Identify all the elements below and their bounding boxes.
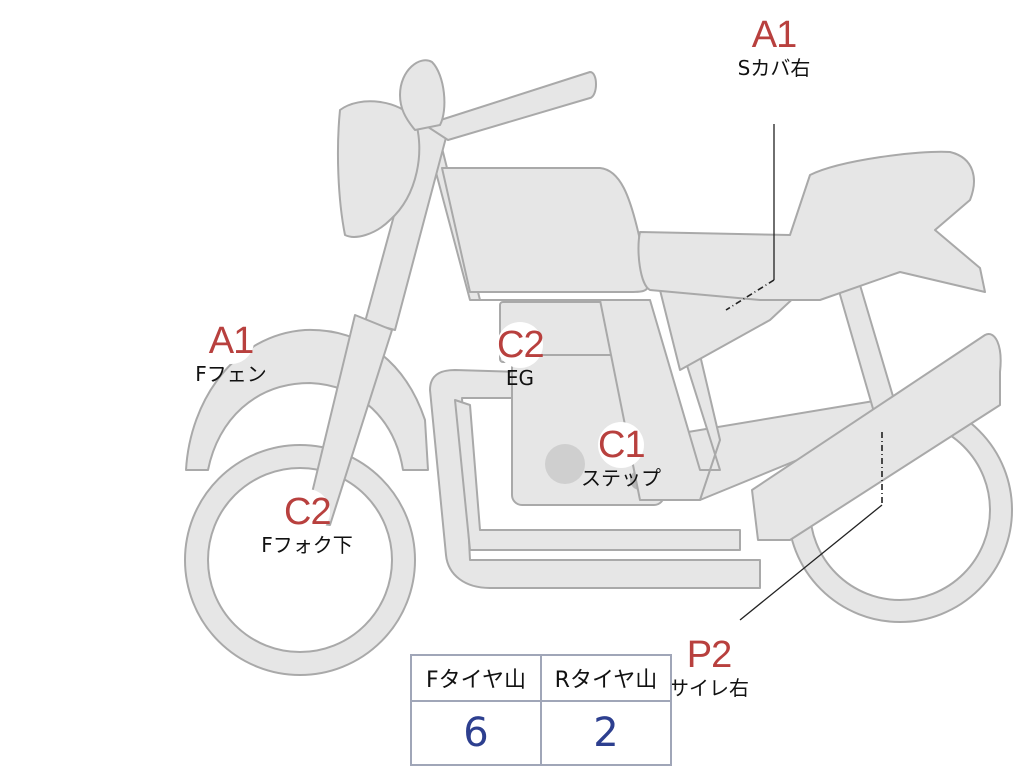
marker-code: C2 [497,322,545,368]
marker-code: A1 [751,12,797,58]
marker-label: Sカバ右 [737,56,811,80]
marker-c2-fork: C2 Fフォク下 [247,489,367,556]
mirror [399,59,446,131]
side-cover [659,289,801,371]
marker-label: ステップ [581,466,661,490]
marker-label: Fフェン [195,362,267,386]
marker-a1-rear: A1 Sカバ右 [714,12,834,79]
marker-c1-step: C1 ステップ [561,422,681,489]
marker-code: P2 [686,632,732,678]
front-tire-value: 6 [410,700,542,766]
leader-p2-muffler [739,504,883,621]
marker-code: C2 [284,489,332,535]
marker-label: サイレ右 [669,676,749,700]
exhaust-pipe-inner [454,399,741,551]
marker-label: Fフォク下 [261,533,353,557]
front-tire-header: Fタイヤ山 [410,654,542,702]
fuel-tank [441,167,649,293]
table-header-row: Fタイヤ山 Rタイヤ山 [410,654,672,702]
fork-lower [304,314,393,526]
rear-tire-header: Rタイヤ山 [540,654,672,702]
marker-code: A1 [208,318,254,364]
muffler [751,333,1002,541]
seat [637,150,986,301]
leader-a1-rear-dash [725,279,775,311]
exhaust-pipe [429,369,761,589]
marker-c2-engine: C2 EG [460,322,580,389]
rear-tire-value: 2 [540,700,672,766]
front-wheel [184,444,416,676]
handlebar [424,71,597,141]
marker-p2-muffler: P2 サイレ右 [649,632,769,699]
marker-code: C1 [598,422,646,468]
table-row: 6 2 [410,700,672,766]
tire-tread-table: Fタイヤ山 Rタイヤ山 6 2 [410,654,672,766]
marker-a1-front: A1 Fフェン [171,318,291,385]
headlight [336,100,421,238]
marker-label: EG [505,366,535,390]
